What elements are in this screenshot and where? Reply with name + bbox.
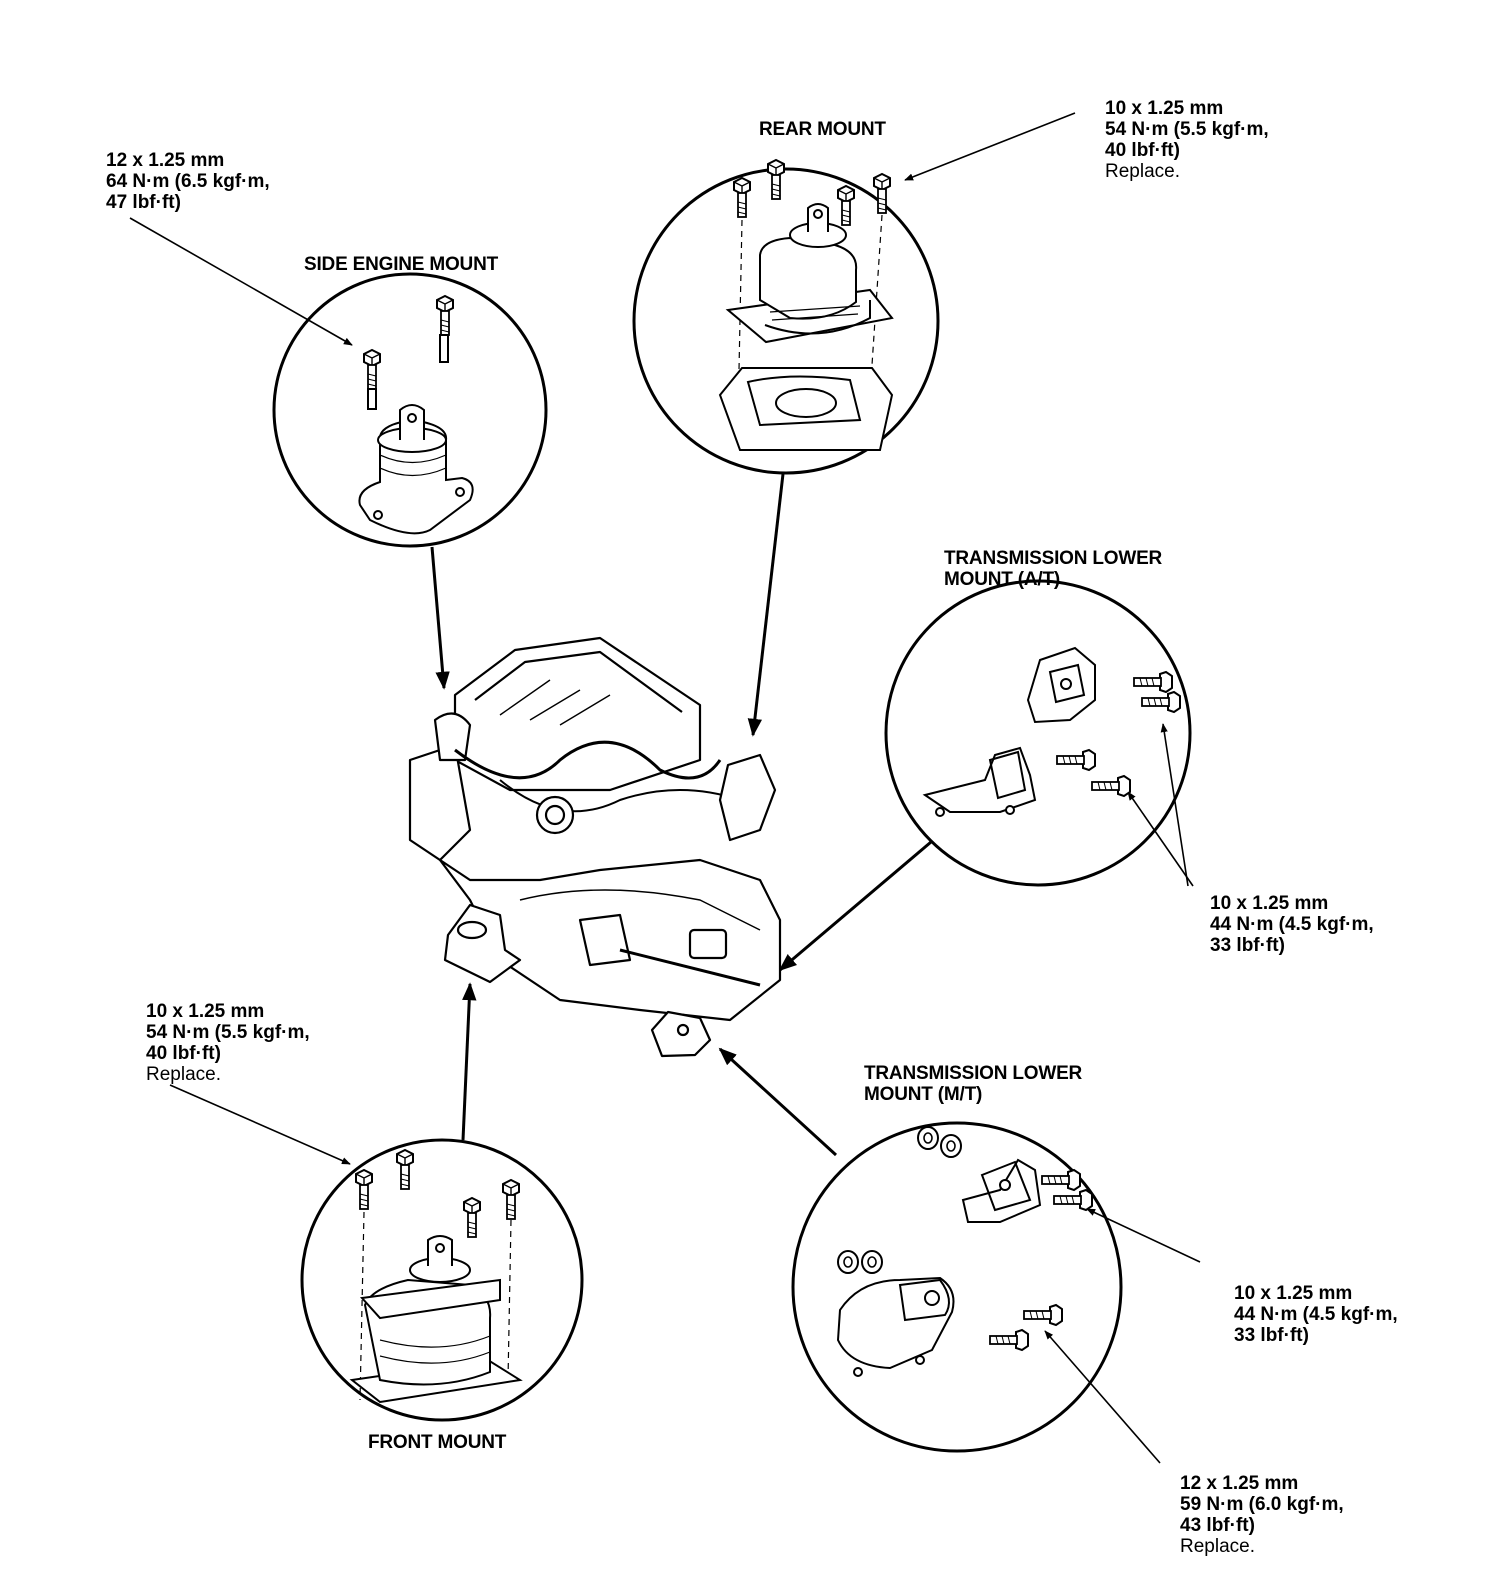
trans-mt-title-line1: TRANSMISSION LOWER	[864, 1063, 1083, 1084]
front-spec-leader	[169, 1084, 351, 1165]
rear-mount-circle	[632, 167, 940, 475]
front-spec-torque1: 54 N·m (5.5 kgf·m,	[146, 1022, 310, 1043]
trans-mt-title-line2: MOUNT (M/T)	[864, 1084, 983, 1105]
rear-spec-torque1: 54 N·m (5.5 kgf·m,	[1105, 119, 1269, 140]
trans-mt-lower-size: 12 x 1.25 mm	[1180, 1473, 1299, 1494]
front-spec-torque2: 40 lbf·ft)	[146, 1043, 221, 1064]
rear-mount-spec: 10 x 1.25 mm 54 N·m (5.5 kgf·m, 40 lbf·f…	[1105, 98, 1269, 182]
trans-at-spec-torque2: 33 lbf·ft)	[1210, 935, 1285, 956]
trans-at-title-line1: TRANSMISSION LOWER	[944, 548, 1163, 569]
side-spec-leader	[129, 217, 353, 346]
front-mount-arrow	[461, 982, 477, 1141]
trans-at-mount-spec: 10 x 1.25 mm 44 N·m (4.5 kgf·m, 33 lbf·f…	[1210, 893, 1374, 956]
rear-spec-torque2: 40 lbf·ft)	[1105, 140, 1180, 161]
side-mount-part	[358, 295, 474, 535]
trans-mt-mount-part	[836, 1126, 1093, 1377]
trans-mt-upper-size: 10 x 1.25 mm	[1234, 1283, 1353, 1304]
trans-at-spec-leader-2	[1127, 791, 1194, 887]
rear-mount-arrow	[747, 473, 785, 737]
trans-mt-upper-spec: 10 x 1.25 mm 44 N·m (4.5 kgf·m, 33 lbf·f…	[1234, 1283, 1398, 1346]
trans-at-mount-part	[922, 646, 1181, 817]
trans-mt-lower-spec: 12 x 1.25 mm 59 N·m (6.0 kgf·m, 43 lbf·f…	[1180, 1473, 1344, 1557]
rear-spec-leader	[904, 112, 1076, 181]
front-mount-spec: 10 x 1.25 mm 54 N·m (5.5 kgf·m, 40 lbf·f…	[146, 1001, 310, 1085]
trans-mt-mount-title: TRANSMISSION LOWER MOUNT (M/T)	[864, 1063, 1082, 1105]
trans-mt-arrow	[718, 1047, 838, 1157]
front-spec-size: 10 x 1.25 mm	[146, 1001, 265, 1022]
front-spec-note: Replace.	[146, 1064, 221, 1085]
trans-at-spec-torque1: 44 N·m (4.5 kgf·m,	[1210, 914, 1374, 935]
side-spec-size: 12 x 1.25 mm	[106, 150, 225, 171]
trans-mt-lower-leader	[1044, 1330, 1161, 1464]
rear-mount-title: REAR MOUNT	[759, 119, 886, 140]
trans-mt-mount-circle	[791, 1121, 1123, 1453]
side-spec-torque2: 47 lbf·ft)	[106, 192, 181, 213]
side-mount-spec: 12 x 1.25 mm 64 N·m (6.5 kgf·m, 47 lbf·f…	[106, 150, 270, 213]
trans-at-mount-circle	[884, 579, 1192, 887]
trans-mt-upper-leader	[1086, 1208, 1201, 1263]
trans-mt-lower-torque2: 43 lbf·ft)	[1180, 1515, 1255, 1536]
trans-at-spec-leader-1	[1160, 723, 1189, 887]
trans-at-mount-title: TRANSMISSION LOWER MOUNT (A/T)	[944, 548, 1162, 590]
trans-mt-upper-torque2: 33 lbf·ft)	[1234, 1325, 1309, 1346]
front-mount-circle	[300, 1138, 584, 1422]
rear-spec-size: 10 x 1.25 mm	[1105, 98, 1224, 119]
front-mount-part	[349, 1149, 523, 1404]
front-mount-title: FRONT MOUNT	[368, 1432, 507, 1453]
side-mount-title: SIDE ENGINE MOUNT	[304, 254, 499, 275]
trans-mt-lower-note: Replace.	[1180, 1536, 1255, 1557]
trans-mt-upper-torque1: 44 N·m (4.5 kgf·m,	[1234, 1304, 1398, 1325]
trans-at-title-line2: MOUNT (A/T)	[944, 569, 1060, 590]
side-spec-torque1: 64 N·m (6.5 kgf·m,	[106, 171, 270, 192]
rear-mount-part	[718, 159, 894, 451]
trans-at-spec-size: 10 x 1.25 mm	[1210, 893, 1329, 914]
rear-spec-note: Replace.	[1105, 161, 1180, 182]
trans-at-arrow	[778, 840, 932, 972]
trans-mt-lower-torque1: 59 N·m (6.0 kgf·m,	[1180, 1494, 1344, 1515]
engine-assembly	[408, 636, 782, 1058]
side-mount-arrow	[430, 546, 450, 690]
side-mount-circle	[272, 272, 548, 548]
